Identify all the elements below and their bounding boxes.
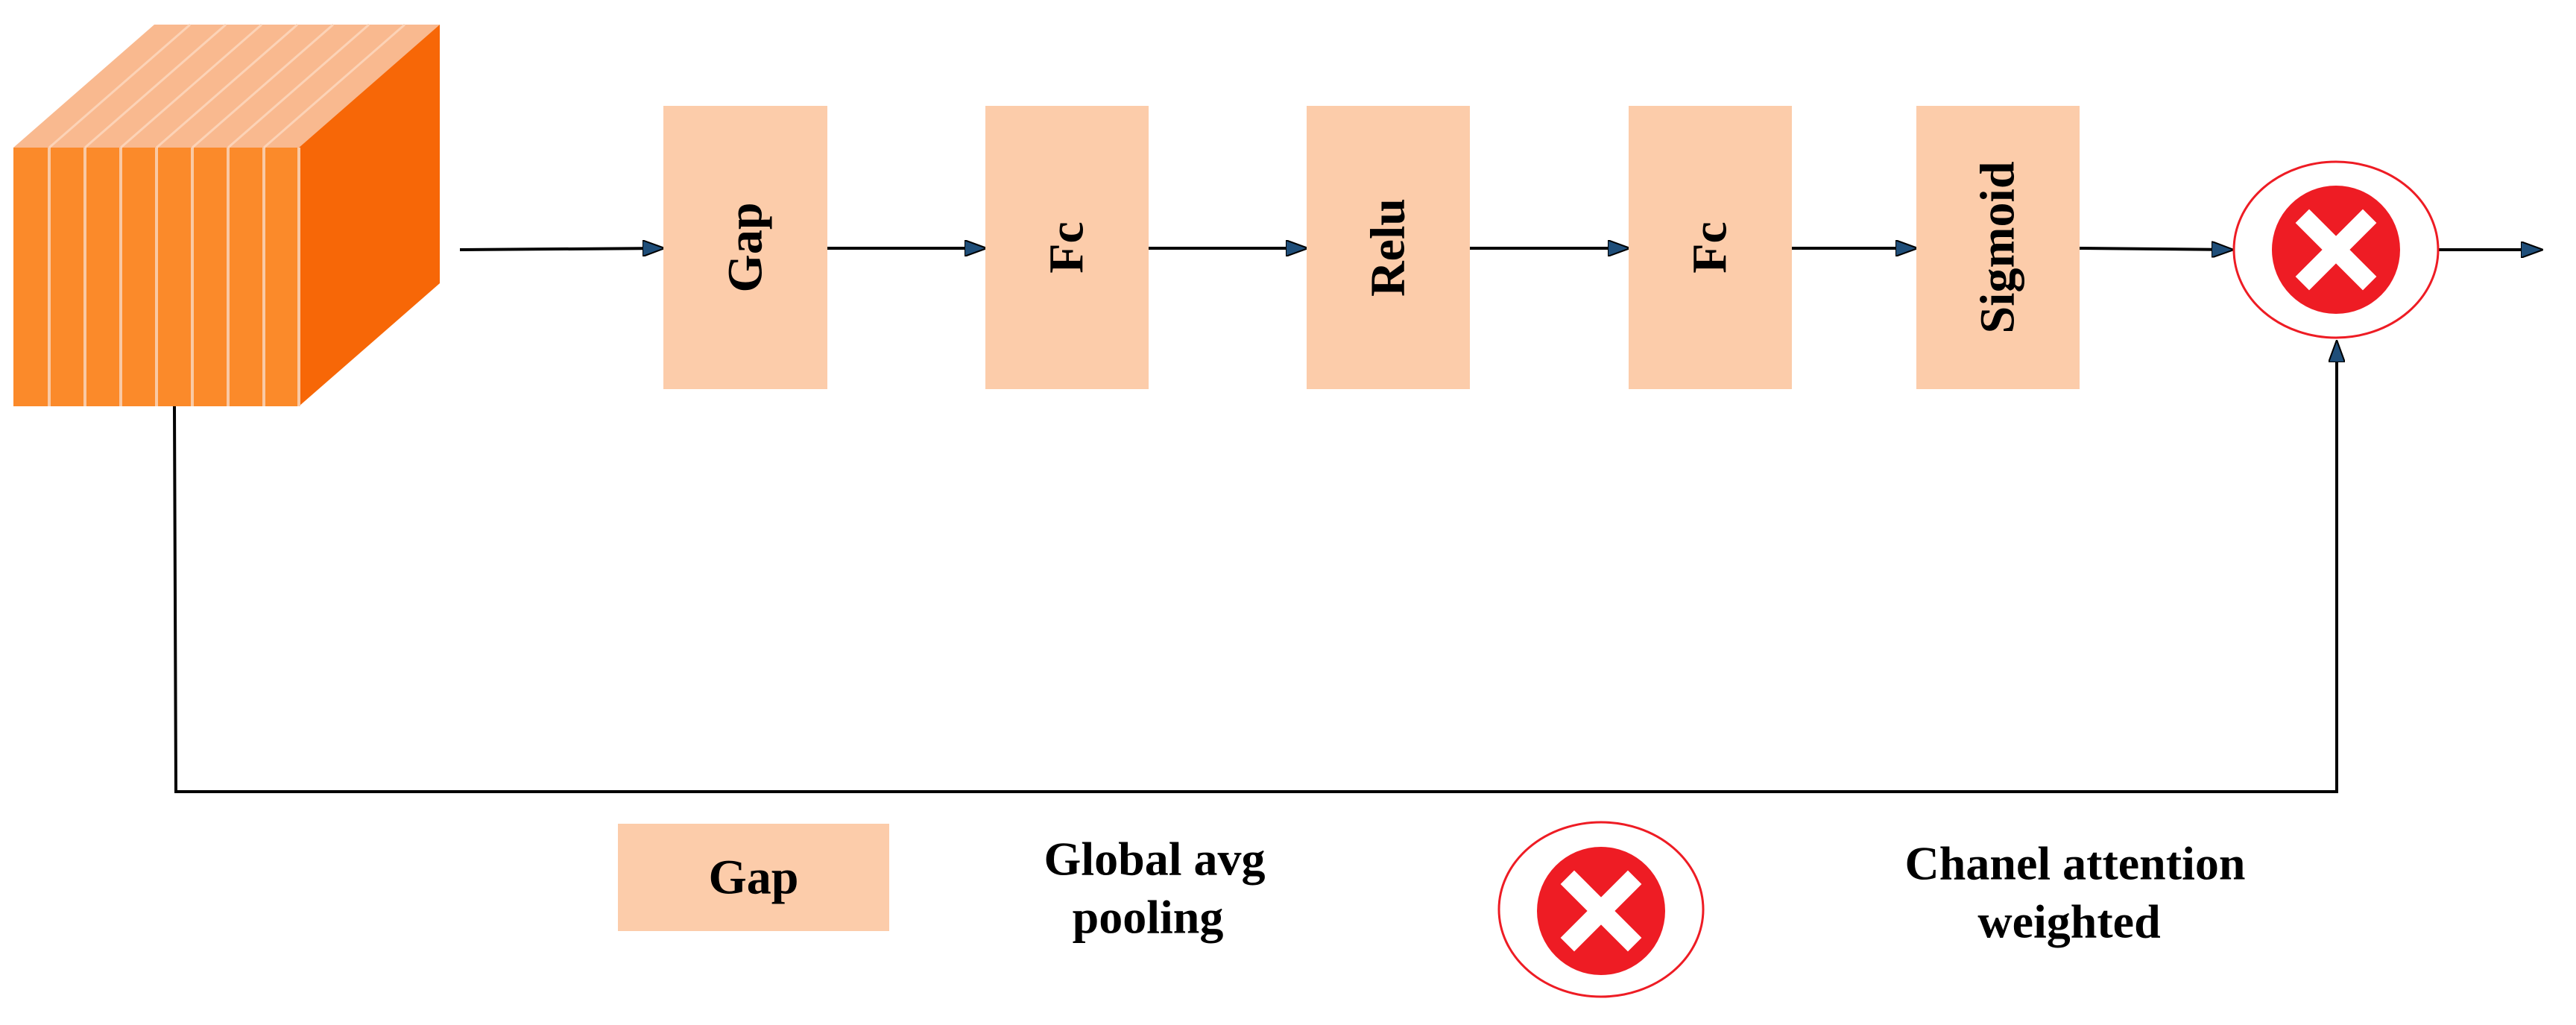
legend: Gap Global avg pooling Chanel attention … xyxy=(618,821,2246,998)
legend-gap-box xyxy=(618,824,889,931)
legend-multiply-description-line1: Chanel attention xyxy=(1905,837,2246,890)
cube-top-lines xyxy=(48,23,405,149)
legend-multiply-description-line2: weighted xyxy=(1977,895,2160,948)
feature-map-cube xyxy=(13,23,440,406)
skip-connection xyxy=(173,341,2337,793)
block-relu-label: Relu xyxy=(1361,198,1415,297)
block-sigmoid-label: Sigmoid xyxy=(1971,161,2025,333)
legend-gap-swatch: Gap xyxy=(618,824,889,931)
legend-gap-description-line1: Global avg xyxy=(1044,833,1266,886)
legend-gap-box-label: Gap xyxy=(708,851,798,905)
flow-connectors xyxy=(173,248,2542,793)
block-fc-2-label: Fc xyxy=(1683,221,1737,274)
legend-multiply-symbol xyxy=(1497,821,1705,998)
block-gap-label: Gap xyxy=(719,202,773,292)
cube-side-face xyxy=(299,25,440,406)
arrow-sigmoid-to-multiply xyxy=(2079,248,2232,250)
block-fc-1-box xyxy=(985,106,1149,389)
block-sigmoid-box xyxy=(1916,106,2080,389)
cube-channel-lines xyxy=(48,148,300,406)
block-fc-2: Fc xyxy=(1629,106,1792,389)
block-gap: Gap xyxy=(663,106,827,389)
block-fc-1-label: Fc xyxy=(1040,221,1094,274)
block-fc-2-box xyxy=(1629,106,1792,389)
legend-gap-description-line2: pooling xyxy=(1073,891,1224,944)
multiply-operator xyxy=(2232,160,2440,339)
block-fc-1: Fc xyxy=(985,106,1149,389)
multiply-icon xyxy=(2272,186,2400,314)
block-relu-box xyxy=(1307,106,1470,389)
arrow-cube-to-gap xyxy=(459,248,663,250)
block-sigmoid: Sigmoid xyxy=(1916,106,2080,389)
block-gap-box xyxy=(663,106,827,389)
legend-multiply-icon xyxy=(1537,847,1665,975)
block-relu: Relu xyxy=(1307,106,1470,389)
